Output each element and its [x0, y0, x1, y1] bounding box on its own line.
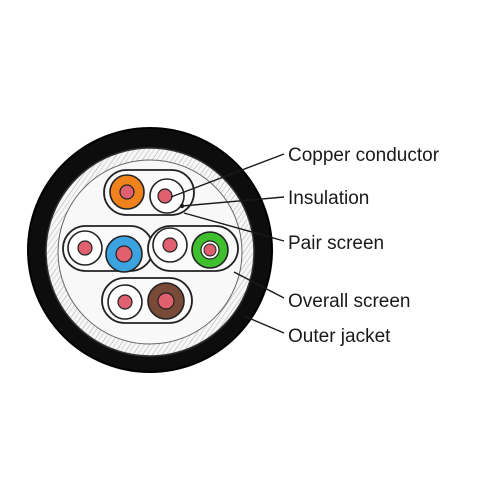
wire-green	[191, 231, 229, 269]
leader-outer-jacket	[243, 315, 285, 334]
wire-brown	[147, 282, 185, 320]
wire-white-orange	[149, 178, 185, 214]
wire-white-brown	[107, 284, 143, 320]
leader-overall-screen	[233, 271, 285, 299]
leader-insulation	[181, 196, 285, 207]
wire-blue	[105, 235, 143, 273]
label-pair-screen: Pair screen	[288, 233, 385, 254]
leader-copper	[170, 153, 285, 198]
label-outer-jacket: Outer jacket	[288, 326, 391, 347]
wire-orange	[109, 174, 145, 210]
wire-white-green	[152, 227, 188, 263]
label-insulation: Insulation	[288, 188, 370, 209]
leader-lines	[170, 153, 285, 334]
leader-pair-screen	[183, 212, 285, 242]
label-overall-screen: Overall screen	[288, 291, 411, 312]
label-copper-conductor: Copper conductor	[288, 145, 440, 166]
wire-white-blue	[67, 230, 103, 266]
leader-dot	[179, 203, 185, 209]
